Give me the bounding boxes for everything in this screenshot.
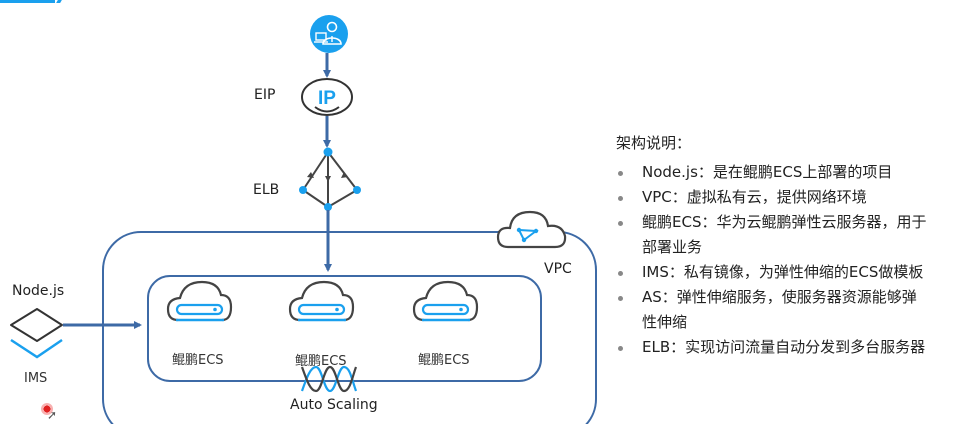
ecs-server-icon <box>288 280 355 322</box>
notes-item-text: AS：弹性伸缩服务，使服务器资源能够弹 <box>642 288 917 306</box>
bullet-icon <box>618 196 623 201</box>
bullet-icon <box>618 271 623 276</box>
cursor-highlight <box>41 403 53 415</box>
notes-item: 鲲鹏ECS：华为云鲲鹏弹性云服务器，用于部署业务 <box>616 210 956 260</box>
vpc-cloud-icon <box>496 210 567 249</box>
notes-item-text-continued: 性伸缩 <box>642 313 688 331</box>
notes-item-text: ELB：实现访问流量自动分发到多台服务器 <box>642 338 926 356</box>
elb-icon <box>299 147 361 211</box>
notes-item: Node.js：是在鲲鹏ECS上部署的项目 <box>616 160 956 185</box>
ecs-server-icon <box>166 280 233 322</box>
header-accent-bar <box>0 0 55 3</box>
vpc-label: VPC <box>544 261 572 277</box>
eip-label: EIP <box>254 87 276 103</box>
elb-label: ELB <box>253 182 280 198</box>
notes-item-text-continued: 部署业务 <box>642 238 703 256</box>
notes-item-text: VPC：虚拟私有云，提供网络环境 <box>642 188 867 206</box>
notes-title: 架构说明： <box>616 134 692 152</box>
notes-list: Node.js：是在鲲鹏ECS上部署的项目 VPC：虚拟私有云，提供网络环境 鲲… <box>616 160 956 360</box>
eip-icon: IP <box>301 78 353 116</box>
bullet-icon <box>618 296 623 301</box>
ecs-label: 鲲鹏ECS <box>295 354 347 369</box>
notes-item-text: Node.js：是在鲲鹏ECS上部署的项目 <box>642 163 893 181</box>
notes-item: IMS：私有镜像，为弹性伸缩的ECS做模板 <box>616 260 956 285</box>
user-computer-icon <box>310 15 348 53</box>
nodejs-ims-icon <box>10 308 63 359</box>
notes-item-text: 鲲鹏ECS：华为云鲲鹏弹性云服务器，用于 <box>642 213 927 231</box>
svg-text:IP: IP <box>318 88 336 109</box>
bullet-icon <box>618 171 623 176</box>
ims-label: IMS <box>24 371 48 386</box>
auto-scaling-label: Auto Scaling <box>290 397 378 413</box>
ecs-label: 鲲鹏ECS <box>418 353 470 368</box>
vpc-container <box>102 231 597 424</box>
bullet-icon <box>618 221 623 226</box>
notes-item: AS：弹性伸缩服务，使服务器资源能够弹性伸缩 <box>616 285 956 335</box>
notes-item-text: IMS：私有镜像，为弹性伸缩的ECS做模板 <box>642 263 924 281</box>
ecs-label: 鲲鹏ECS <box>172 353 224 368</box>
architecture-notes: 架构说明： Node.js：是在鲲鹏ECS上部署的项目 VPC：虚拟私有云，提供… <box>616 132 956 360</box>
ecs-server-icon <box>412 280 479 322</box>
ecs-group-container <box>147 275 542 382</box>
bullet-icon <box>618 346 623 351</box>
notes-item: ELB：实现访问流量自动分发到多台服务器 <box>616 335 956 360</box>
mouse-pointer-icon: ➚ <box>47 408 58 422</box>
notes-item: VPC：虚拟私有云，提供网络环境 <box>616 185 956 210</box>
auto-scaling-helix-icon <box>300 365 358 393</box>
nodejs-label: Node.js <box>12 283 65 299</box>
